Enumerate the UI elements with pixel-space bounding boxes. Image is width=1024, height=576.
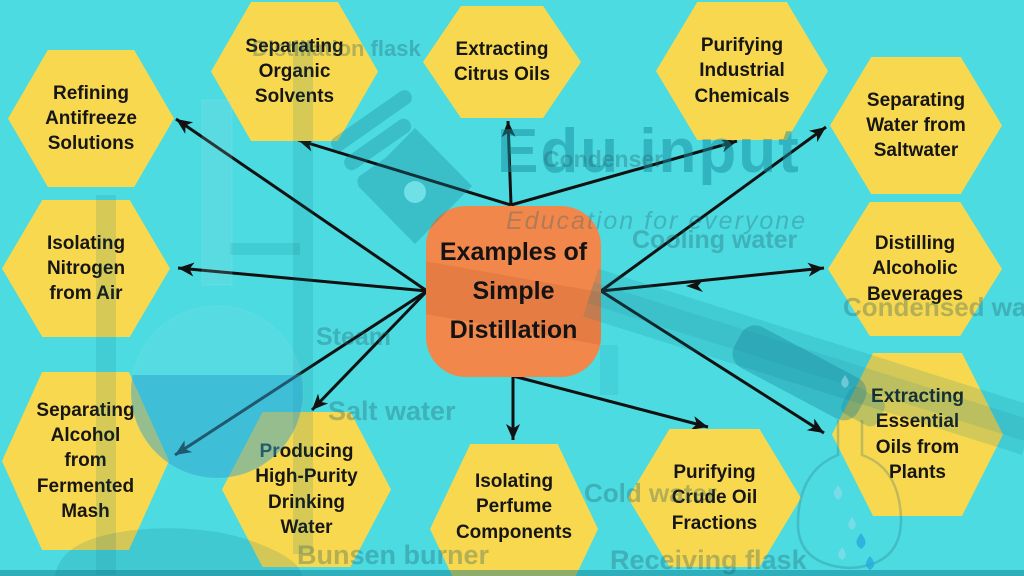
node-label-line: Isolating (46, 232, 126, 254)
node-label-line: High-Purity (255, 466, 358, 488)
node-label-line: from Air (49, 283, 123, 305)
arrow-to-crude-oil-fractions (512, 374, 709, 430)
node-label-line: Purifying (700, 35, 784, 57)
node-label-line: Water from (866, 114, 966, 136)
node-label-line: Alcohol (50, 425, 121, 447)
node-label-line: Refining (53, 82, 129, 104)
node-label-line: Crude Oil (671, 487, 758, 509)
node-label-line: Separating (245, 35, 344, 57)
center-line: Distillation (449, 316, 578, 344)
arrow-to-water-from-saltwater (600, 125, 827, 293)
arrow-to-fermented-mash (174, 289, 428, 457)
arrow-to-citrus-oils (501, 120, 516, 206)
center-node-label: Examples of Simple Distillation (440, 233, 587, 350)
arrow-to-alcoholic-beverages (600, 262, 825, 293)
node-label-line: Separating (866, 89, 966, 111)
node-label-line: Organic (258, 60, 331, 82)
node-label-line: Mash (61, 500, 110, 522)
node-label-line: Plants (888, 461, 947, 483)
arrow-to-nitrogen-from-air (177, 262, 428, 293)
arrow-to-industrial-chemicals (510, 138, 738, 207)
arrow-to-drinking-water (310, 289, 429, 412)
node-label-line: Oils from (875, 436, 960, 458)
node-label-line: Chemicals (694, 85, 790, 107)
node-label-line: Beverages (866, 283, 964, 305)
node-label-line: Antifreeze (45, 107, 137, 129)
node-label-line: Producing (259, 441, 354, 463)
node-label-line: Separating (36, 400, 135, 422)
node-label-line: Isolating (474, 471, 554, 493)
node-label-line: Citrus Oils (453, 64, 551, 85)
arrow-to-organic-solvents (297, 137, 512, 207)
node-label-line: Industrial (699, 60, 785, 82)
center-line: Examples of (439, 238, 588, 266)
node-label-line: Perfume (475, 496, 553, 518)
center-node: Examples of Simple Distillation (426, 206, 601, 377)
node-label-line: Saltwater (873, 140, 959, 162)
node-label-line: Distilling (874, 233, 956, 255)
node-label-line: Extracting (871, 386, 964, 408)
arrow-to-refining-antifreeze (175, 117, 428, 293)
node-label-line: Solutions (47, 133, 135, 155)
node-label-line: Drinking (267, 491, 346, 513)
node-label-line: Components (455, 521, 573, 543)
stray-arrowhead (686, 280, 703, 292)
node-label-line: Purifying (673, 462, 756, 484)
node-label-line: Nitrogen (46, 257, 126, 279)
node-label-line: Alcoholic (872, 258, 958, 280)
node-label-line: Fermented (36, 475, 135, 497)
node-label-line: Essential (875, 411, 960, 433)
node-label-line: Fractions (671, 512, 758, 534)
node-label-line: Water (280, 516, 333, 538)
arrow-to-essential-oils (600, 289, 825, 435)
node-label-line: Solvents (254, 86, 335, 108)
node-label-line: from (64, 450, 107, 472)
center-line: Simple (472, 277, 555, 305)
node-label-line: Extracting (455, 38, 549, 60)
